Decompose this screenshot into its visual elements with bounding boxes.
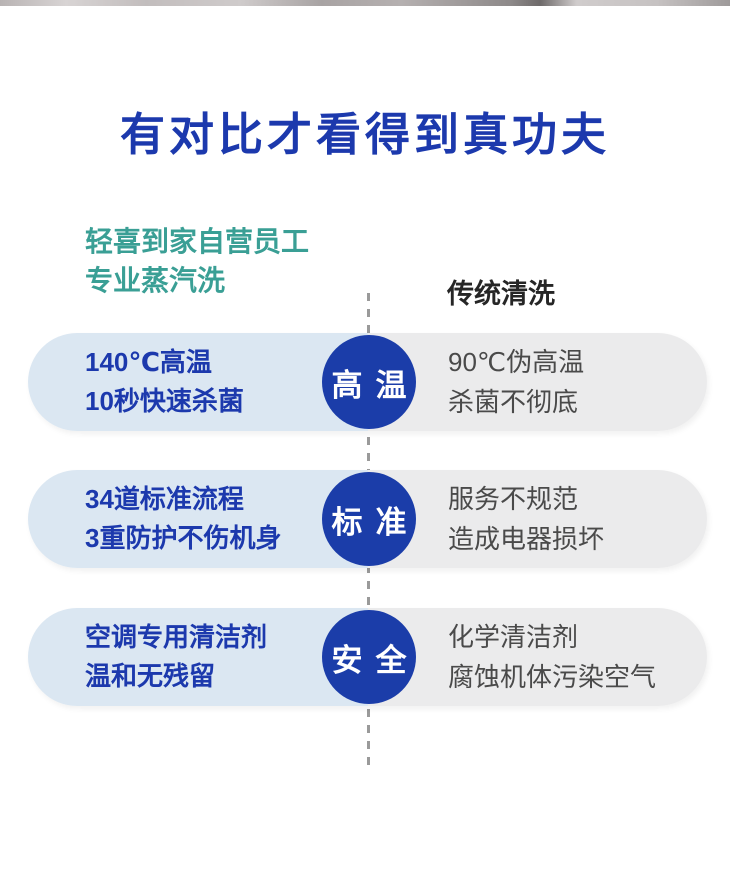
left-column-header-line2: 专业蒸汽洗 (85, 265, 226, 296)
steam-wash-benefit: 34道标准流程 3重防护不伤机身 (85, 484, 282, 553)
comparison-row-temperature: 140℃高温 10秒快速杀菌 90℃伪高温 杀菌不彻底 高温 (28, 333, 707, 431)
comparison-row-standard: 34道标准流程 3重防护不伤机身 服务不规范 造成电器损坏 标准 (28, 470, 707, 568)
temperature-badge: 高温 (322, 335, 416, 429)
steam-wash-benefit: 140℃高温 10秒快速杀菌 (85, 347, 244, 416)
standard-badge: 标准 (322, 472, 416, 566)
left-column-header-line1: 轻喜到家自营员工 (85, 226, 310, 257)
traditional-wash-drawback: 服务不规范 造成电器损坏 (448, 484, 605, 554)
page-title: 有对比才看得到真功夫 (119, 109, 610, 160)
comparison-row-safety: 空调专用清洁剂 温和无残留 化学清洁剂 腐蚀机体污染空气 安全 (28, 608, 707, 706)
steam-wash-benefit: 空调专用清洁剂 温和无残留 (85, 622, 268, 691)
right-column-header: 传统清洗 (447, 279, 555, 309)
safety-badge: 安全 (322, 610, 416, 704)
traditional-wash-drawback: 化学清洁剂 腐蚀机体污染空气 (448, 622, 657, 692)
traditional-wash-drawback: 90℃伪高温 杀菌不彻底 (448, 347, 585, 417)
photo-edge-strip (0, 0, 730, 6)
left-column-header: 轻喜到家自营员工 专业蒸汽洗 (85, 222, 309, 300)
